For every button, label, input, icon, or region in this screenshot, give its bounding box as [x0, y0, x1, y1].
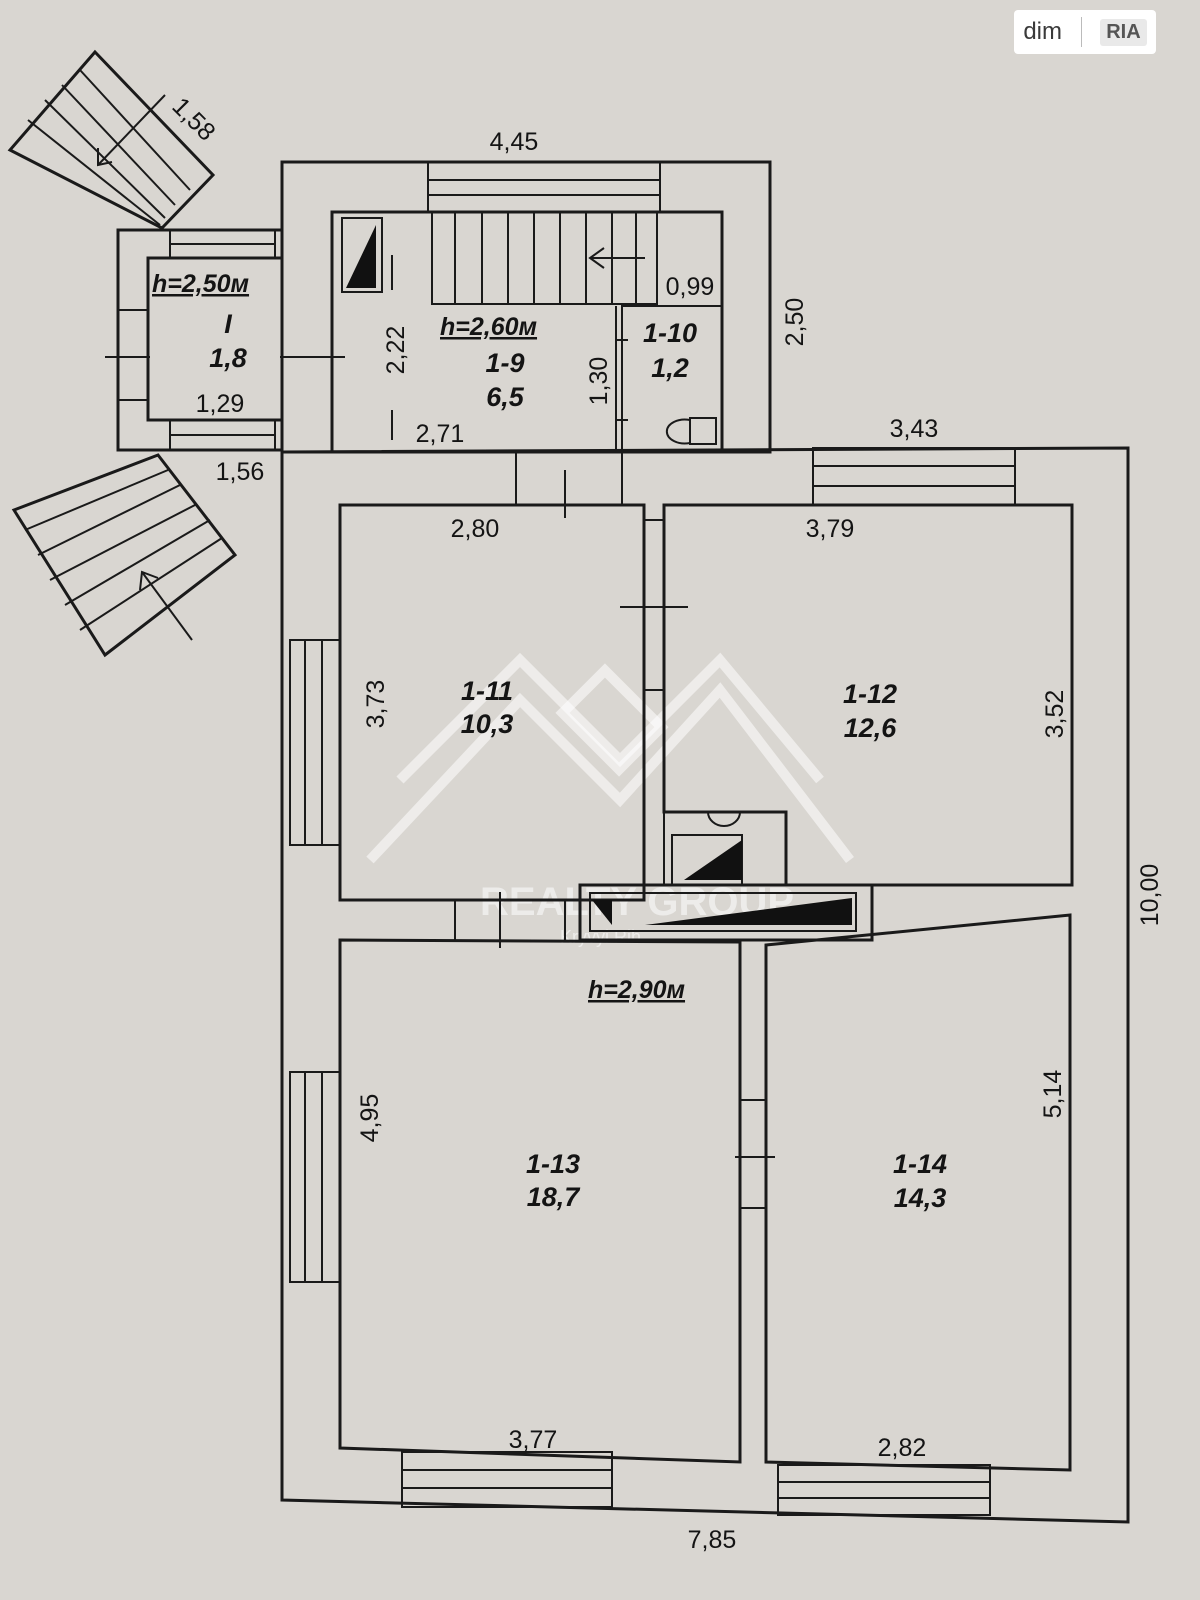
dim-wc-width: 0,99	[666, 273, 715, 301]
dim-porch-width: 1,29	[196, 390, 245, 418]
stair-top-left	[7, 49, 216, 230]
room-id: 1-12	[843, 679, 897, 709]
room-area: 14,3	[894, 1183, 947, 1213]
room-I: I 1,8	[209, 309, 247, 373]
dim-r13-height: 4,95	[356, 1094, 384, 1143]
room-id: 1-14	[893, 1149, 947, 1179]
height-hall: h=2,60м	[440, 313, 537, 341]
main-house	[280, 446, 1130, 1524]
dim-r12-width: 3,79	[806, 515, 855, 543]
dim-r12-height: 3,52	[1041, 690, 1069, 739]
room-1-9: 1-9 6,5	[485, 348, 524, 412]
dim-hall-height: 2,22	[382, 326, 410, 375]
room-area: 18,7	[527, 1182, 582, 1212]
room-id: 1-13	[526, 1149, 580, 1179]
room-area: 6,5	[486, 382, 525, 412]
dim-porch-outer: 1,56	[216, 458, 265, 486]
room-id: 1-9	[485, 348, 524, 378]
dim-hall-width: 2,71	[416, 420, 465, 448]
dim-r13-width: 3,77	[509, 1426, 558, 1454]
room-1-10: 1-10 1,2	[643, 318, 697, 383]
dim-r14-width: 2,82	[878, 1434, 927, 1462]
height-main: h=2,90м	[588, 976, 685, 1004]
dim-total-right: 10,00	[1136, 864, 1164, 927]
dim-r11-height: 3,73	[362, 680, 390, 729]
height-porch: h=2,50м	[152, 270, 249, 298]
dimria-logo: dim RIA	[1014, 10, 1156, 54]
room-1-11: 1-11 10,3	[461, 676, 514, 739]
room-1-13: 1-13 18,7	[526, 1149, 581, 1212]
dim-r14-height: 5,14	[1039, 1070, 1067, 1119]
room-area: 1,2	[651, 353, 689, 383]
room-1-14: 1-14 14,3	[893, 1149, 947, 1213]
dim-hall-right: 2,50	[781, 298, 809, 347]
room-area: 12,6	[844, 713, 898, 743]
logo-dim-text: dim	[1023, 18, 1062, 45]
room-1-12: 1-12 12,6	[843, 679, 897, 743]
dim-wc-height: 1,30	[585, 357, 613, 406]
hall-block	[280, 160, 772, 454]
room-id: 1-10	[643, 318, 697, 348]
room-area: 10,3	[461, 709, 514, 739]
logo-separator	[1080, 17, 1082, 47]
dim-r11-width: 2,80	[451, 515, 500, 543]
dim-top-hall: 4,45	[490, 128, 539, 156]
room-area: 1,8	[209, 343, 247, 373]
stair-bottom-left	[11, 453, 238, 658]
dim-stair-top: 1,58	[167, 92, 221, 146]
logo-ria-text: RIA	[1100, 18, 1147, 46]
dim-total-bottom: 7,85	[688, 1526, 737, 1554]
dim-right-top: 3,43	[890, 415, 939, 443]
room-id: I	[224, 309, 232, 339]
room-id: 1-11	[461, 676, 513, 706]
